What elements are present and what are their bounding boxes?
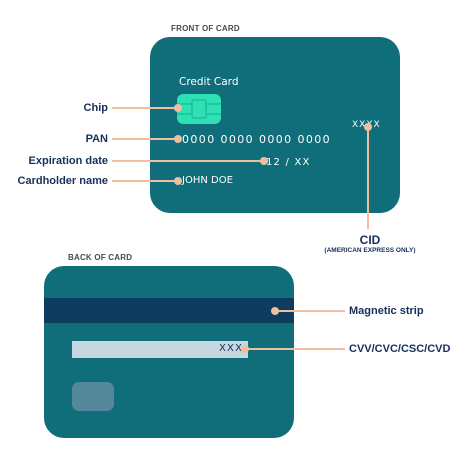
back-chip-icon (72, 382, 114, 411)
cid-callout: CID (359, 233, 381, 247)
signature-strip (72, 341, 248, 358)
expiry-date: 12 / XX (266, 157, 311, 168)
cid-number: XXXX (352, 120, 381, 130)
holder-callout: Cardholder name (17, 175, 108, 187)
cvv-callout: CVV/CVC/CSC/CVD (349, 343, 451, 355)
card-type-label: Credit Card (179, 76, 239, 88)
chip-icon (177, 94, 221, 124)
chip-callout: Chip (83, 102, 108, 114)
cvv-number: XXX (219, 343, 244, 354)
cid-callout-note: (AMERICAN EXPRESS ONLY) (324, 247, 416, 254)
back-section-label: BACK OF CARD (68, 253, 133, 262)
pan-callout: PAN (85, 133, 108, 145)
magnetic-callout: Magnetic strip (349, 305, 424, 317)
expiration-callout: Expiration date (28, 155, 108, 167)
pan-number: 0000 0000 0000 0000 (182, 133, 332, 146)
front-section-label: FRONT OF CARD (171, 24, 240, 33)
front-card (150, 37, 400, 213)
cardholder-name: JOHN DOE (182, 175, 233, 186)
magnetic-strip (44, 298, 294, 323)
